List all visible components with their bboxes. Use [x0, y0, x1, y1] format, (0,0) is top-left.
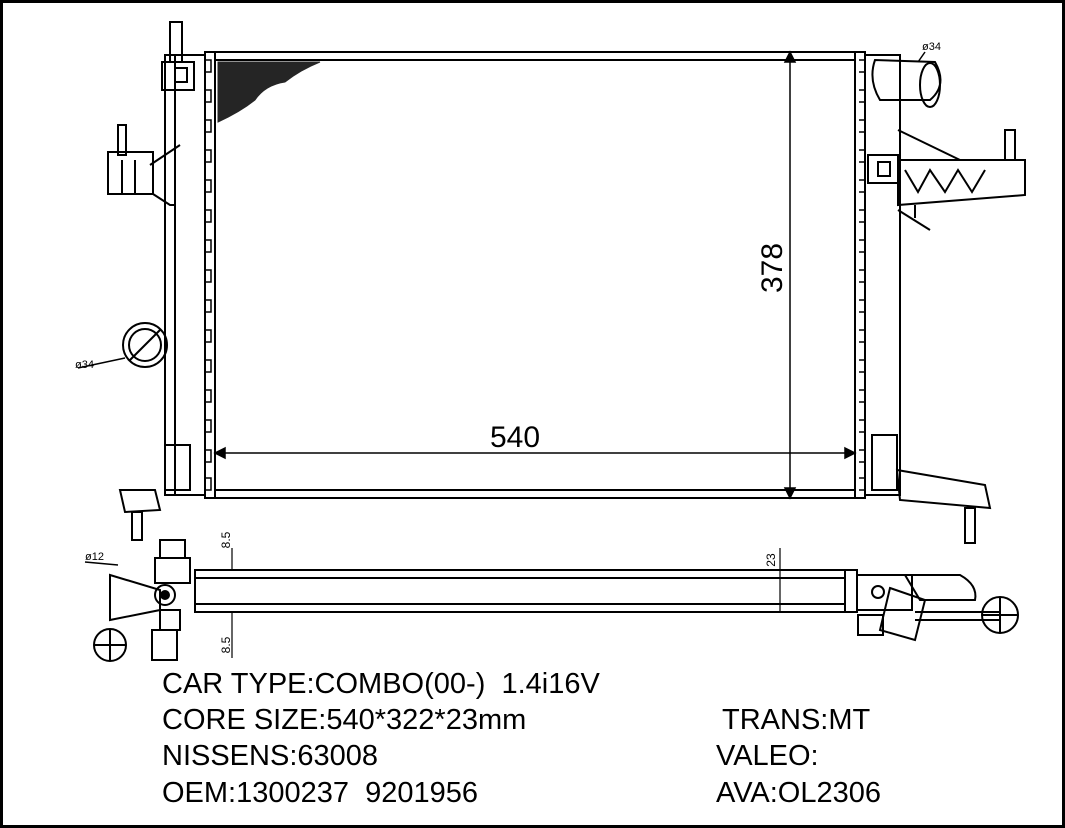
pipe-offset-bottom-label: 8.5: [219, 636, 233, 653]
outlet-pipe: [871, 58, 942, 101]
trans: TRANS:MT: [722, 704, 871, 736]
core-side-profile: [194, 569, 846, 613]
width-dimension-label: 540: [490, 421, 540, 454]
thickness-dimension-label: 23: [764, 553, 778, 567]
right-tank: [864, 54, 901, 496]
left-tank: [164, 54, 176, 496]
ava-number: AVA:OL2306: [716, 777, 881, 809]
oem-number: OEM:1300237 9201956: [162, 777, 479, 809]
car-type: CAR TYPE:COMBO(00-) 1.4i16V: [162, 668, 600, 700]
dimension-lines: [213, 50, 857, 500]
radiator-side-view: [84, 539, 1019, 662]
valeo-number: VALEO:: [716, 740, 819, 772]
core-size: CORE SIZE:540*322*23mm: [162, 704, 527, 736]
inlet-diameter-label: ø34: [75, 359, 94, 371]
nissens-number: NISSENS:63008: [162, 740, 379, 772]
radiator-front-view: [77, 21, 1026, 544]
core-hatch: [217, 61, 321, 123]
bushing-diameter-label: ø12: [85, 551, 104, 563]
height-dimension-label: 378: [756, 243, 789, 293]
outlet-diameter-label: ø34: [922, 41, 941, 53]
inlet-pipe: [122, 322, 168, 368]
pipe-offset-top-label: 8.5: [219, 531, 233, 548]
